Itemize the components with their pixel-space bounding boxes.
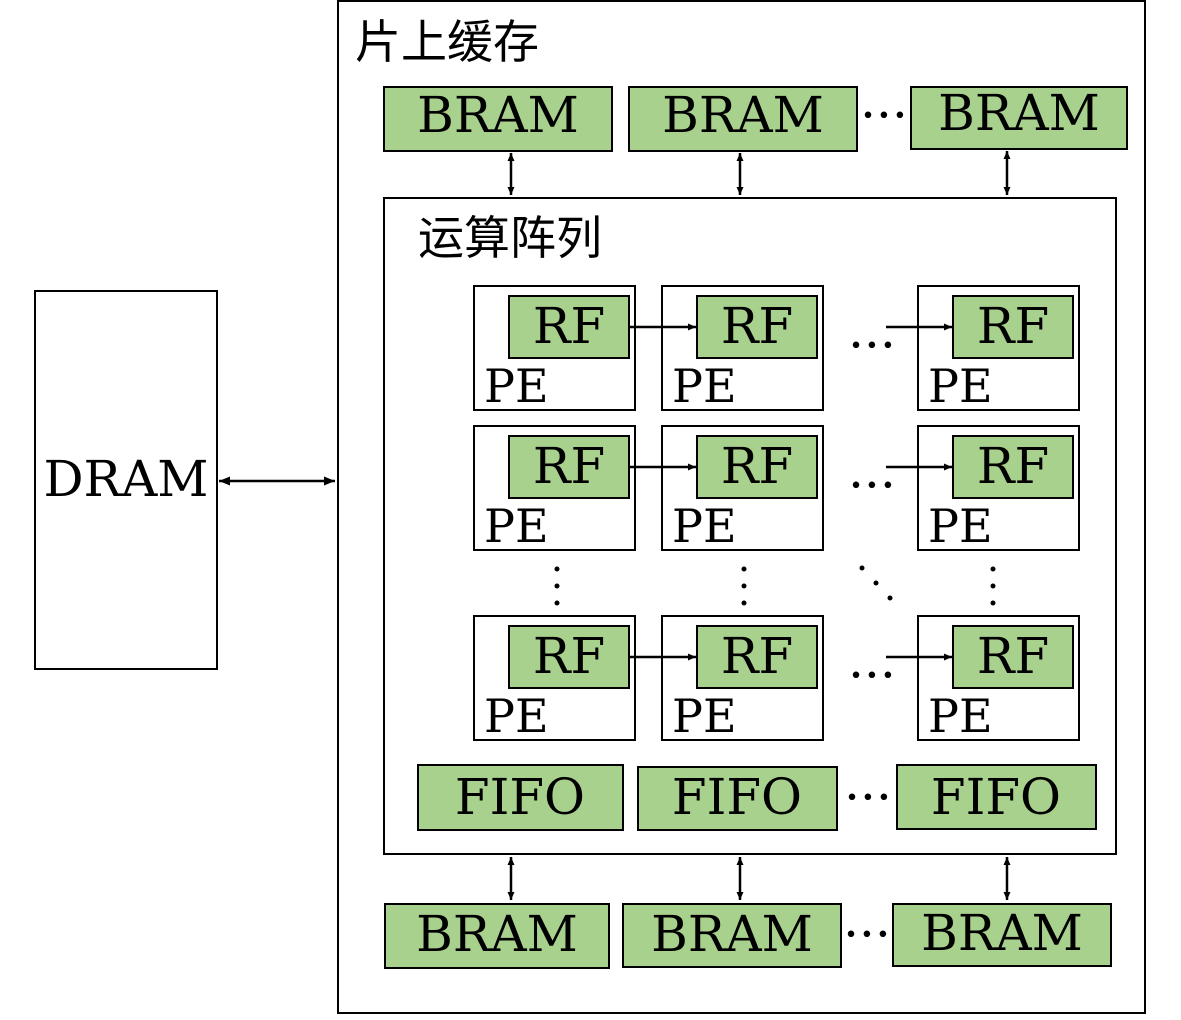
top-bram-1 — [383, 86, 613, 152]
fifo-ellipsis: ··· — [844, 768, 892, 826]
pe-label: PE — [928, 359, 993, 413]
pe-label: PE — [484, 689, 549, 743]
onchip-cache-title: 片上缓存 — [355, 15, 539, 69]
rf-label: RF — [977, 437, 1049, 495]
rf-label: RF — [533, 297, 605, 355]
bottom-bram-3-label: BRAM — [921, 904, 1083, 962]
top-bram-2-label: BRAM — [662, 86, 824, 144]
pe-label: PE — [672, 689, 737, 743]
rf-label: RF — [533, 627, 605, 685]
bottom-bram-2 — [622, 903, 842, 968]
vertical-ellipsis-col-1 — [554, 566, 560, 606]
pe-row-ellipsis: ··· — [848, 456, 896, 514]
rf-label: RF — [721, 627, 793, 685]
fifo-1 — [417, 764, 624, 831]
rf-label: RF — [721, 297, 793, 355]
diagonal-ellipsis — [859, 565, 893, 601]
fifo-2 — [637, 766, 838, 831]
top-bram-3-label: BRAM — [938, 84, 1100, 142]
pe-grid-row-ellipses — [554, 565, 996, 606]
pe-grid: RFPERFPERFPE···RFPERFPERFPE···RFPERFPERF… — [473, 285, 1080, 743]
top-bram-ellipsis: ··· — [860, 86, 908, 144]
rf-label: RF — [721, 437, 793, 495]
pe-row-ellipsis: ··· — [848, 316, 896, 374]
pe-row-ellipsis: ··· — [848, 646, 896, 704]
rf-block — [696, 625, 818, 689]
rf-block — [952, 625, 1074, 689]
pe-label: PE — [484, 359, 549, 413]
top-bram-row: BRAM BRAM ··· BRAM — [383, 84, 1128, 152]
pe-label: PE — [928, 499, 993, 553]
rf-block — [508, 625, 630, 689]
top-bram-3 — [910, 86, 1128, 150]
rf-block — [952, 295, 1074, 359]
pe-label: PE — [484, 499, 549, 553]
top-bram-2 — [628, 86, 858, 152]
vertical-ellipsis-col-3 — [990, 566, 996, 606]
bottom-bram-1-label: BRAM — [416, 905, 578, 963]
fifo-1-label: FIFO — [455, 768, 585, 826]
compute-array-title: 运算阵列 — [418, 211, 602, 265]
dram-block — [34, 290, 218, 670]
pe-label: PE — [928, 689, 993, 743]
rf-label: RF — [977, 627, 1049, 685]
rf-block — [696, 295, 818, 359]
fifo-row: FIFO FIFO ··· FIFO — [417, 764, 1097, 831]
dram-label: DRAM — [43, 450, 208, 508]
bottom-bram-3 — [892, 903, 1112, 967]
bottom-bram-2-label: BRAM — [651, 905, 813, 963]
pe-label: PE — [672, 359, 737, 413]
rf-block — [696, 435, 818, 499]
rf-label: RF — [977, 297, 1049, 355]
fifo-3 — [896, 764, 1097, 830]
bottom-bram-row: BRAM BRAM ··· BRAM — [384, 903, 1112, 969]
fifo-3-label: FIFO — [931, 768, 1061, 826]
rf-block — [952, 435, 1074, 499]
bottom-bram-ellipsis: ··· — [843, 905, 891, 963]
rf-block — [508, 435, 630, 499]
pe-label: PE — [672, 499, 737, 553]
bottom-bram-1 — [384, 903, 610, 969]
top-bram-1-label: BRAM — [417, 86, 579, 144]
fifo-2-label: FIFO — [672, 768, 802, 826]
rf-label: RF — [533, 437, 605, 495]
vertical-ellipsis-col-2 — [741, 566, 747, 606]
